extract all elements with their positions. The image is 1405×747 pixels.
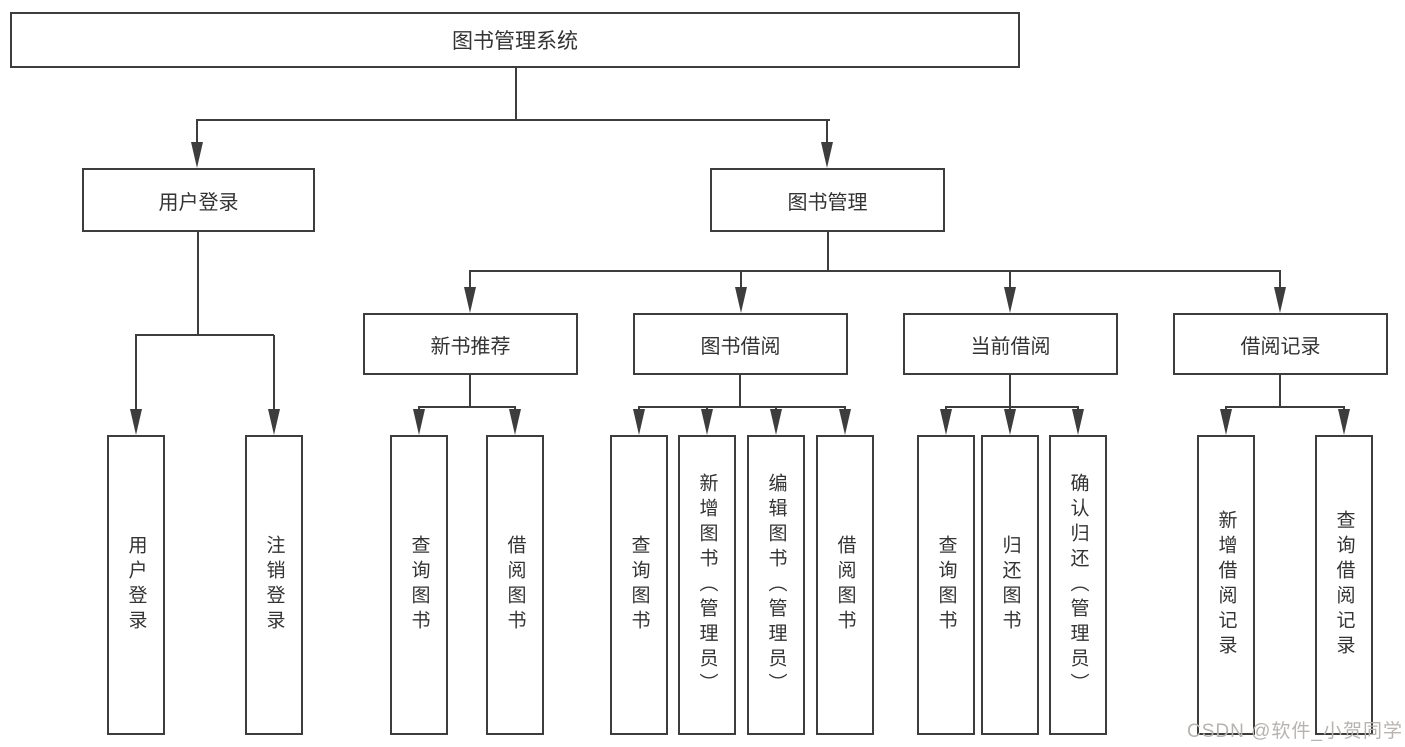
arrow-to-book-borrow	[735, 271, 747, 313]
leaf-label: 注销登录	[263, 535, 285, 635]
leaf-label: 借阅图书	[504, 535, 526, 635]
connector-new-books-hbar	[418, 406, 516, 408]
arrow-current-borrow-leaf-2	[1004, 407, 1016, 435]
connector-book-borrow-hbar	[638, 406, 846, 408]
arrow-current-borrow-leaf-3	[1072, 407, 1084, 435]
node-label: 图书管理	[787, 191, 868, 214]
leaf-borrow-books-recommend: 借阅图书	[486, 435, 544, 735]
leaf-label: 查询图书	[935, 535, 957, 635]
leaf-borrow-books: 借阅图书	[816, 435, 874, 735]
leaf-label: 借阅图书	[834, 535, 856, 635]
leaf-user-login: 用户登录	[107, 435, 165, 735]
arrow-to-new-books	[464, 271, 476, 313]
leaf-label: 查询图书	[408, 535, 430, 635]
arrow-book-borrow-leaf-1	[633, 407, 645, 435]
node-book-management: 图书管理	[710, 168, 945, 232]
arrow-to-current-borrow	[1004, 271, 1016, 313]
csdn-watermark: CSDN @软件_小贺同学	[1187, 721, 1403, 742]
arrow-borrow-records-leaf-1	[1220, 407, 1232, 435]
arrow-book-borrow-leaf-3	[770, 407, 782, 435]
arrow-new-books-leaf-2	[509, 407, 521, 435]
node-label: 图书借阅	[700, 335, 781, 358]
connector-root-stub	[515, 68, 517, 120]
connector-root-hbar	[196, 119, 830, 121]
arrow-book-borrow-leaf-4	[839, 407, 851, 435]
arrow-new-books-leaf-1	[413, 407, 425, 435]
arrow-to-book-mgmt	[821, 120, 833, 168]
node-label: 当前借阅	[970, 335, 1051, 358]
leaf-label: 编辑图书（管理员）	[765, 472, 787, 698]
connector-book-borrow-stub	[739, 375, 741, 408]
leaf-logout: 注销登录	[245, 435, 303, 735]
leaf-label: 确认归还（管理员）	[1067, 472, 1089, 698]
node-label: 图书管理系统	[452, 30, 578, 53]
leaf-return-books: 归还图书	[981, 435, 1039, 735]
leaf-confirm-return-admin: 确认归还（管理员）	[1049, 435, 1107, 735]
leaf-edit-books-admin: 编辑图书（管理员）	[747, 435, 805, 735]
connector-new-books-stub	[469, 375, 471, 408]
arrow-to-user-login	[191, 120, 203, 168]
leaf-query-borrow-record: 查询借阅记录	[1315, 435, 1373, 735]
arrow-to-leaf-logout	[268, 335, 280, 435]
node-user-login: 用户登录	[82, 168, 315, 232]
connector-borrow-records-stub	[1279, 375, 1281, 408]
connector-current-borrow-stub	[1009, 375, 1011, 408]
arrow-borrow-records-leaf-2	[1338, 407, 1350, 435]
leaf-query-books-recommend: 查询图书	[390, 435, 448, 735]
leaf-add-borrow-record: 新增借阅记录	[1197, 435, 1255, 735]
leaf-label: 新增图书（管理员）	[696, 472, 718, 698]
connector-user-login-hbar	[135, 334, 274, 336]
leaf-add-books-admin: 新增图书（管理员）	[678, 435, 736, 735]
leaf-label: 用户登录	[125, 535, 147, 635]
node-label: 新书推荐	[430, 335, 511, 358]
node-borrowing-records: 借阅记录	[1173, 313, 1388, 375]
node-library-system: 图书管理系统	[10, 12, 1020, 68]
node-new-book-recommend: 新书推荐	[363, 313, 578, 375]
arrow-current-borrow-leaf-1	[940, 407, 952, 435]
arrow-to-borrow-records	[1274, 271, 1286, 313]
node-current-borrowing: 当前借阅	[903, 313, 1118, 375]
leaf-label: 查询借阅记录	[1333, 510, 1355, 660]
arrow-to-leaf-login	[130, 335, 142, 435]
leaf-label: 归还图书	[999, 535, 1021, 635]
node-book-borrowing: 图书借阅	[633, 313, 848, 375]
leaf-label: 新增借阅记录	[1215, 510, 1237, 660]
leaf-query-books-current: 查询图书	[917, 435, 975, 735]
arrow-book-borrow-leaf-2	[701, 407, 713, 435]
node-label: 用户登录	[158, 191, 239, 214]
connector-borrow-records-hbar	[1225, 406, 1345, 408]
connector-book-mgmt-stub	[827, 232, 829, 272]
leaf-label: 查询图书	[628, 535, 650, 635]
connector-user-login-stub	[197, 232, 199, 336]
leaf-query-books-borrow: 查询图书	[610, 435, 668, 735]
node-label: 借阅记录	[1240, 335, 1321, 358]
connector-book-mgmt-hbar	[469, 270, 1281, 272]
